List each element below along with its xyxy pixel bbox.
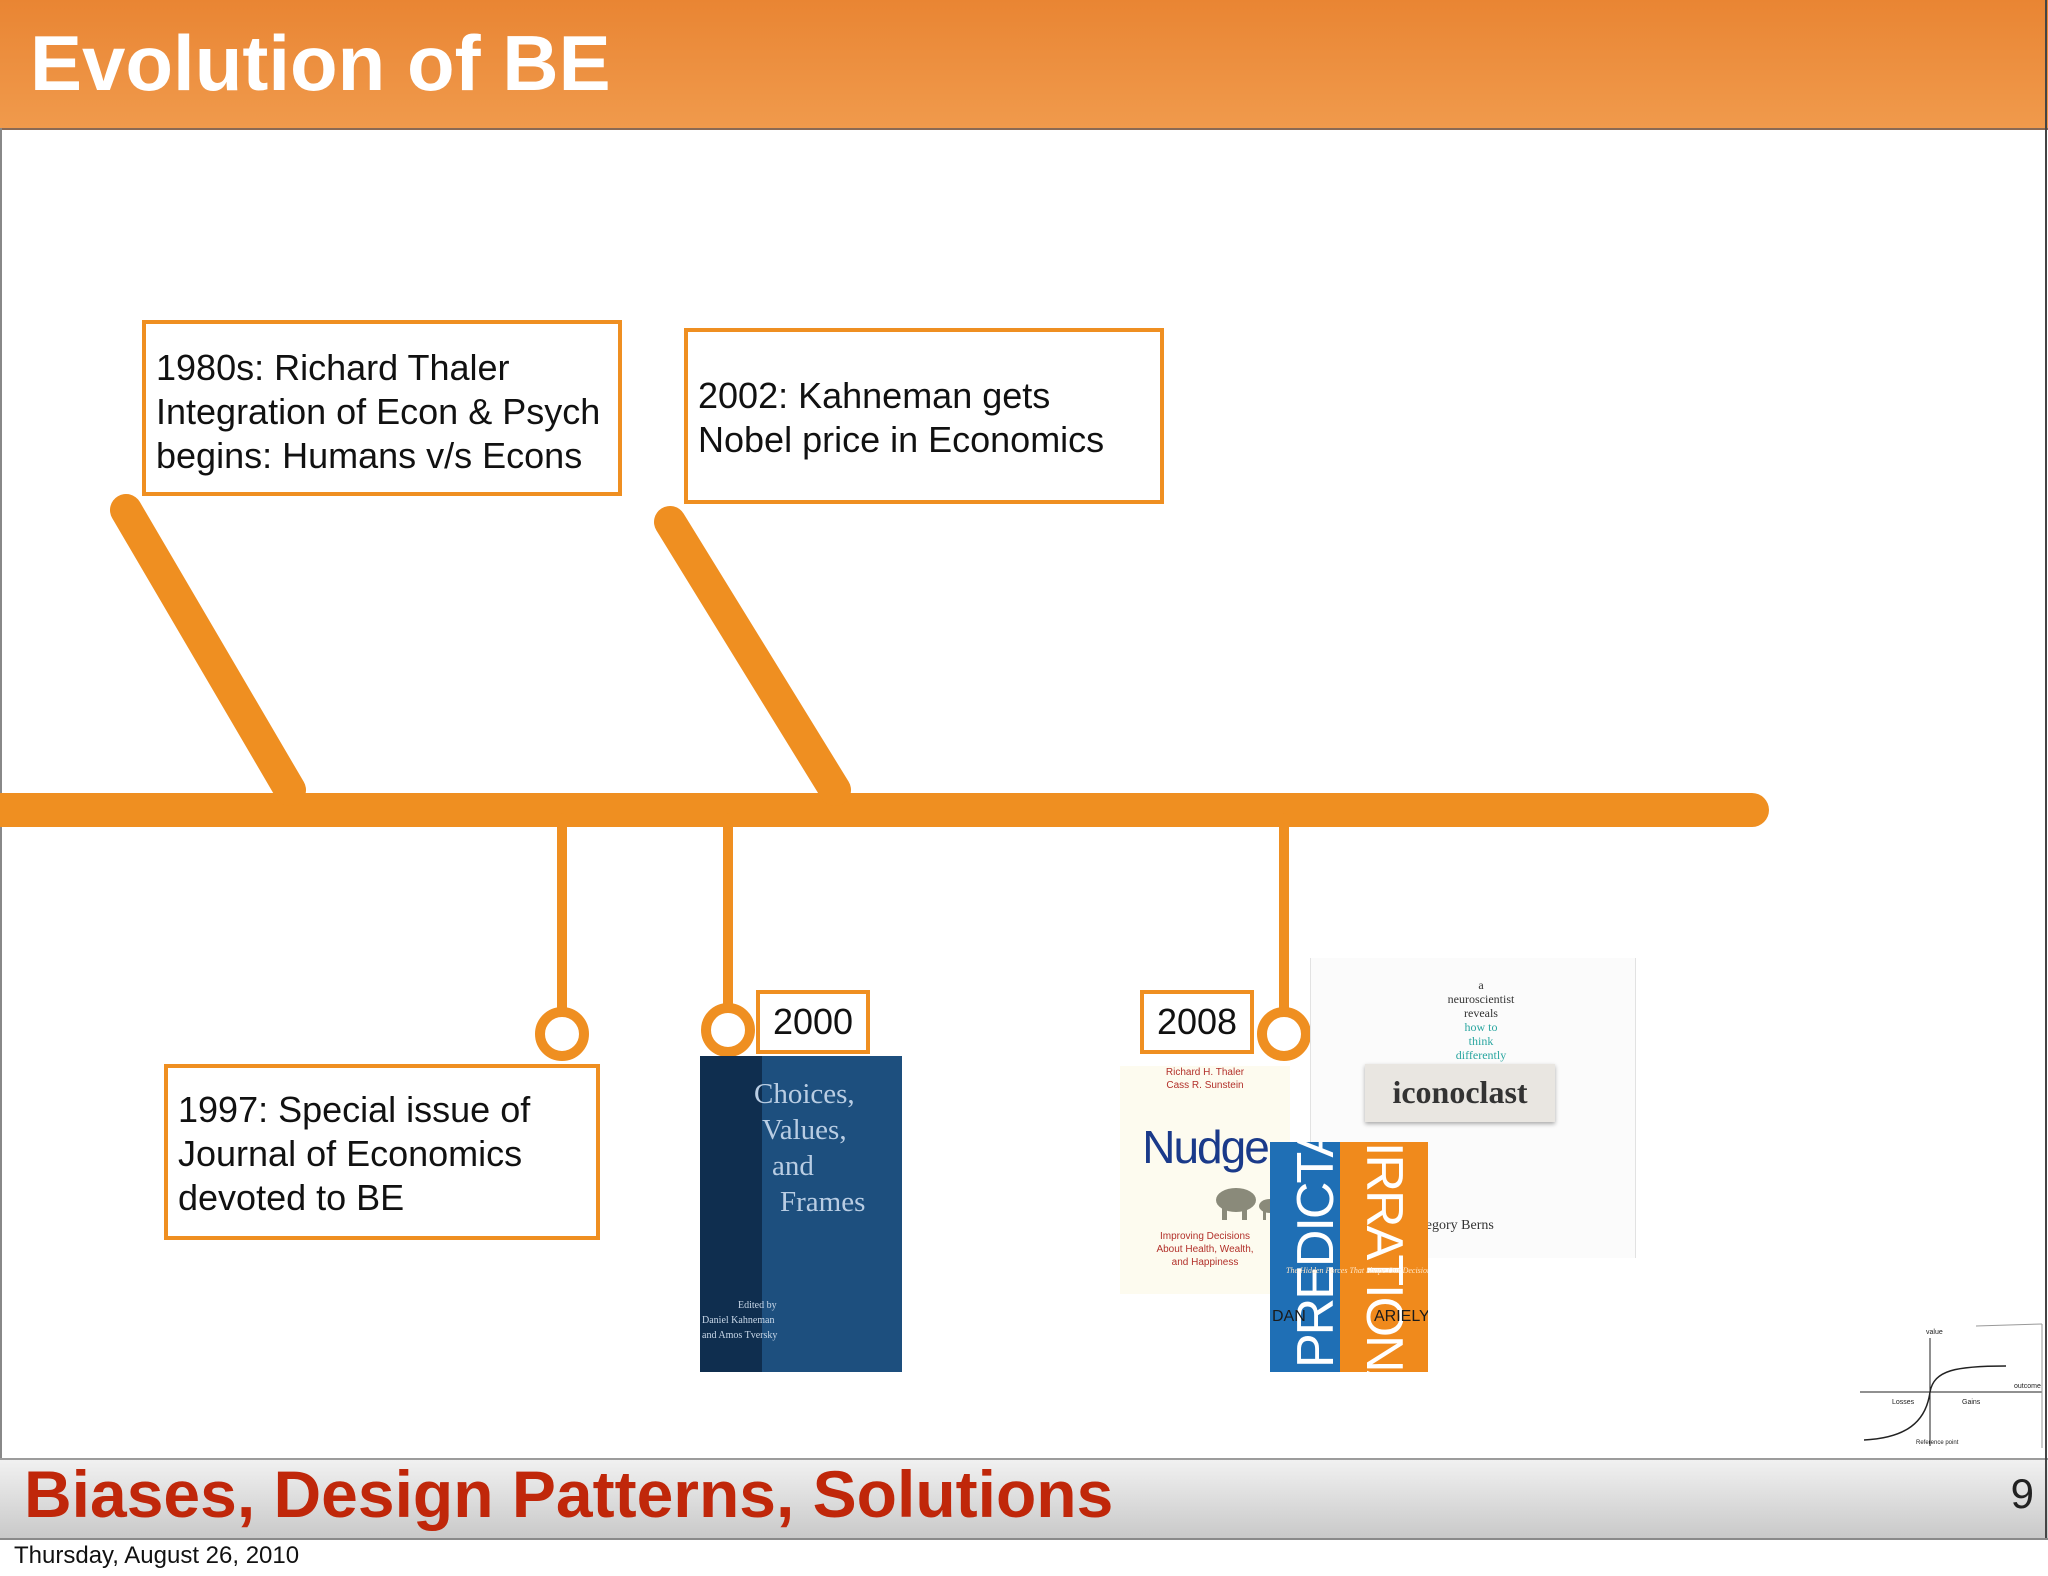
timeline-diagram — [0, 494, 1769, 1061]
book-tagline-line: how to — [1464, 1020, 1498, 1034]
graph-losses-label: Losses — [1892, 1399, 1915, 1406]
cover-blue-band — [1270, 1142, 1340, 1372]
branch-kahneman — [654, 506, 851, 806]
event-journal-line: 1997: Special issue of — [178, 1089, 531, 1130]
book-credit: Edited by Daniel Kahneman and Amos Tvers… — [702, 1298, 802, 1343]
event-journal: 1997: Special issue of Journal of Econom… — [164, 1064, 600, 1240]
year-label-2008: 2008 — [1140, 990, 1254, 1054]
book-tagline-line: reveals — [1464, 1006, 1498, 1020]
event-kahneman-line: 2002: Kahneman gets — [698, 375, 1051, 416]
book-cover-choices-values-frames: Choices, Values, and Frames Edited by Da… — [700, 1056, 902, 1372]
book-subtitle-line: and Happiness — [1171, 1257, 1239, 1268]
book-authors: Richard H. Thaler Cass R. Sunstein — [1120, 1066, 1290, 1092]
book-title-word1: PREDICTABLY — [1287, 1142, 1345, 1368]
book-credit-line: Daniel Kahneman — [702, 1315, 775, 1326]
book-tagline-line: think — [1468, 1034, 1494, 1048]
date-stamp: Thursday, August 26, 2010 — [14, 1542, 300, 1569]
branch-thaler — [110, 494, 306, 806]
book-title-line: Values, — [762, 1114, 847, 1146]
book-cover-predictably-irrational: PREDICTABLY IRRATIONAL The Hidden Forces… — [1270, 1142, 1428, 1372]
book-tagline: a neuroscientist reveals how to think di… — [1381, 978, 1581, 1062]
cover-dark-band — [700, 1056, 762, 1372]
event-kahneman: 2002: Kahneman gets Nobel price in Econo… — [684, 328, 1164, 504]
book-title-line: and — [772, 1150, 814, 1182]
event-thaler: 1980s: Richard Thaler Integration of Eco… — [142, 320, 622, 496]
book-author: Gregory Berns — [1411, 1218, 1494, 1233]
value-function-graph: value outcome Losses Gains Reference poi… — [1860, 1323, 2043, 1448]
book-title-line: Frames — [780, 1186, 866, 1218]
book-credit-line: Edited by — [738, 1300, 777, 1311]
book-title: Nudge — [1142, 1121, 1270, 1173]
footer-title: Biases, Design Patterns, Solutions — [24, 1457, 1114, 1531]
event-thaler-line: 1980s: Richard Thaler — [156, 347, 510, 388]
book-author-last: ARIELY — [1374, 1308, 1428, 1325]
book-tagline-line: differently — [1455, 1048, 1507, 1062]
graph-value-label: value — [1926, 1329, 1943, 1336]
book-cover-nudge: Richard H. Thaler Cass R. Sunstein Nudge… — [1120, 1066, 1290, 1294]
book-title: iconoclast — [1365, 1064, 1555, 1122]
footer-bar — [0, 1458, 2048, 1540]
book-subtitle-line: Improving Decisions — [1159, 1231, 1251, 1242]
book-credit-line: and Amos Tversky — [702, 1330, 778, 1341]
graph-ref-label: Reference point — [1916, 1440, 1959, 1446]
graph-outcome-label: outcome — [2014, 1383, 2041, 1390]
node-2008 — [1257, 1007, 1311, 1061]
book-subtitle: Improving Decisions About Health, Wealth… — [1120, 1230, 1290, 1269]
book-tagline: The Hidden Forces That Shape Our Decisio… — [1286, 1266, 1428, 1275]
book-tagline-line: a — [1478, 978, 1484, 992]
book-author-first: DAN — [1272, 1308, 1306, 1325]
book-tagline-line: neuroscientist — [1447, 992, 1515, 1006]
book-author-line: Richard H. Thaler — [1165, 1067, 1245, 1078]
event-journal-line: Journal of Economics — [178, 1133, 523, 1174]
header-bar — [0, 0, 2048, 130]
book-title-line: Choices, — [754, 1078, 855, 1110]
year-label-2000: 2000 — [756, 990, 870, 1054]
book-title: Choices, Values, and Frames — [754, 1076, 865, 1220]
event-thaler-line: Integration of Econ & Psych — [156, 391, 601, 432]
book-author-line: Cass R. Sunstein — [1166, 1080, 1244, 1091]
event-kahneman-line: Nobel price in Economics — [698, 419, 1105, 460]
page-number: 9 — [2010, 1470, 2034, 1517]
graph-gains-label: Gains — [1962, 1399, 1981, 1406]
event-thaler-line: begins: Humans v/s Econs — [156, 435, 583, 476]
value-curve — [1863, 1365, 2007, 1441]
slide: Evolution of BE 1980s: Richard Thaler In… — [0, 0, 2048, 1540]
slide-title: Evolution of BE — [30, 19, 611, 107]
book-title-word2: IRRATIONAL — [1355, 1142, 1413, 1372]
book-subtitle-line: About Health, Wealth, — [1156, 1244, 1254, 1255]
event-journal-line: devoted to BE — [178, 1177, 405, 1218]
graph-top-edge — [1975, 1323, 2043, 1327]
node-journal — [535, 1007, 589, 1061]
slide-right-border — [2045, 0, 2047, 1538]
node-2000 — [701, 1003, 755, 1057]
